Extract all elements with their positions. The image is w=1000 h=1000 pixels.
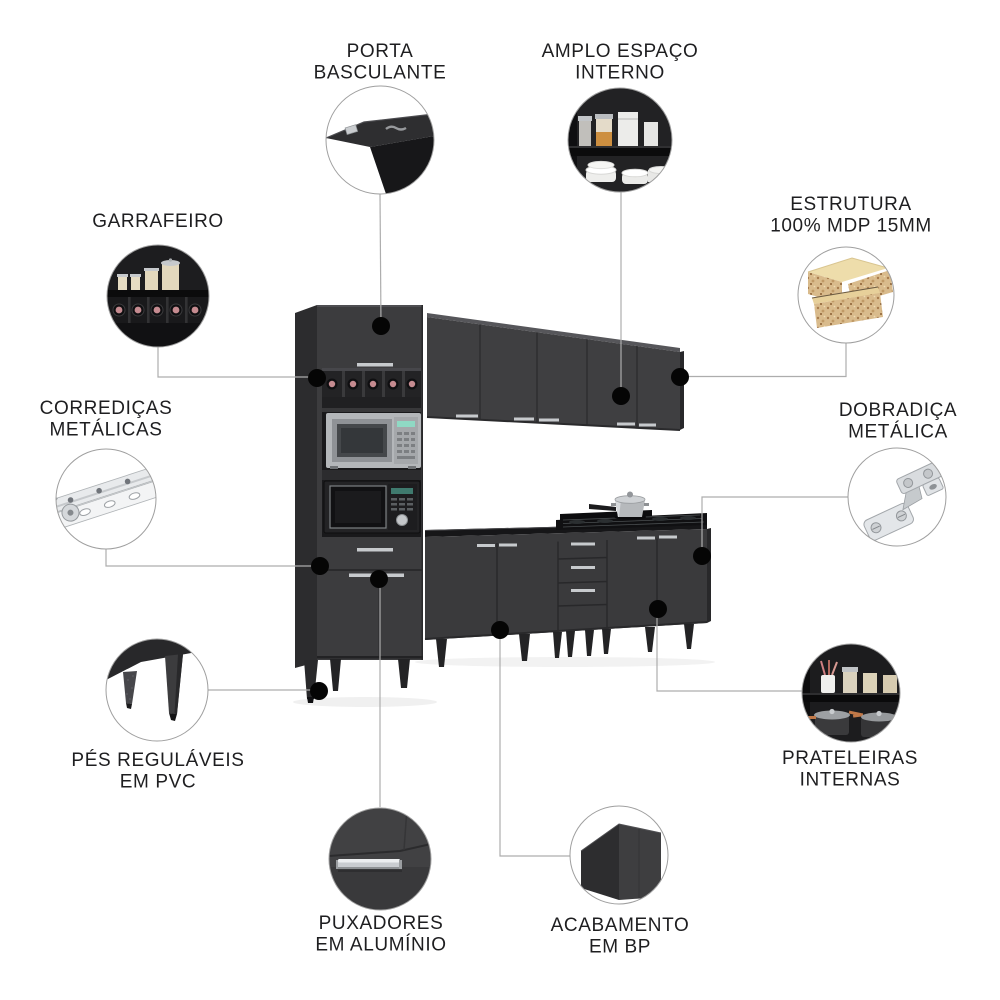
callout-dot [311,557,329,575]
base-cabinet [424,491,711,667]
acabamento-bp-image [580,823,662,900]
flip-handle [385,125,407,131]
label-corredicas-metalicas: CORREDIÇAS METÁLICAS [39,397,173,441]
label-garrafeiro: GARRAFEIRO [92,210,224,233]
callout-dot [370,570,388,588]
wine-bottles [326,378,418,390]
estrutura-mdp-image [807,257,893,328]
label-amplo-espaco-interno: AMPLO ESPAÇO INTERNO [541,40,699,84]
microwave-black [323,480,421,534]
callout-dot [308,369,326,387]
amplo-espaco-interno-image [568,88,672,192]
callout-dot [372,317,390,335]
overhead-cabinets [426,313,684,431]
base-cabinet-legs [436,624,694,667]
label-prateleiras-internas: PRATELEIRAS INTERNAS [781,747,919,791]
callout-dot [649,600,667,618]
rack-bottles [112,303,202,317]
prateleiras-internas-image [802,644,900,742]
tall-cabinet-drawer-handle [357,548,393,552]
dobradica-metalica-image [863,461,944,541]
pes-regulaveis-image [106,639,208,721]
label-pes-regulaveis: PÉS REGULÁVEIS EM PVC [71,749,245,793]
aluminum-handle [336,859,402,872]
callout-dot [671,368,689,386]
callout-dots [308,317,711,700]
pan-handle [589,504,616,511]
flip-door-handle [357,363,393,367]
label-dobradica-metalica: DOBRADIÇA METÁLICA [838,399,958,443]
puxadores-aluminio-image [329,808,431,910]
tall-cabinet [295,305,423,703]
garrafeiro-image [107,245,209,347]
callout-dot [612,387,630,405]
connector-lines [105,192,848,857]
label-puxadores-aluminio: PUXADORES EM ALUMÍNIO [315,912,447,956]
wine-rack [322,368,421,397]
canisters [117,258,180,290]
base-door-handles [477,535,677,592]
label-porta-basculante: PORTA BASCULANTE [313,40,447,84]
kitchen-set-illustration [295,305,711,703]
pots [808,708,897,737]
flip-hinge [344,124,359,136]
utensil-crock [820,660,838,693]
callout-dot [310,682,328,700]
cooking-pot [589,491,649,520]
floor-shadows [293,657,715,707]
label-estrutura-mdp: ESTRUTURA 100% MDP 15MM [770,193,932,237]
callout-dot [693,547,711,565]
overhead-door-handles [456,414,656,427]
corredicas-metalicas-image [56,466,156,530]
label-acabamento-bp: ACABAMENTO EM BP [550,914,690,958]
microwave-silver [326,413,421,469]
callout-dot [491,621,509,639]
